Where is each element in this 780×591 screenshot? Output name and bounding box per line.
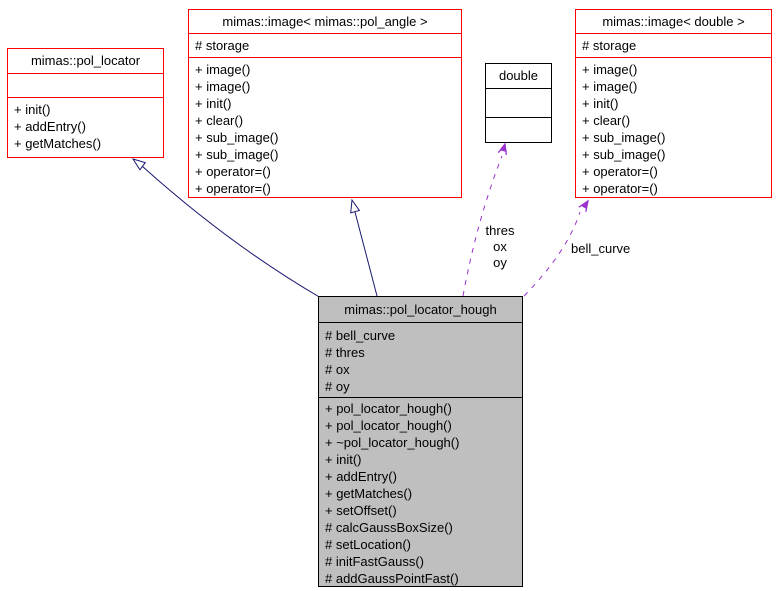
class-methods: + init() + addEntry() + getMatches(): [8, 98, 163, 157]
method-row: + addEntry(): [325, 469, 397, 484]
class-attributes: # storage: [189, 34, 461, 58]
method-row: + operator=(): [195, 164, 271, 179]
edge-label-line: thres: [485, 223, 515, 238]
method-row: + image(): [195, 79, 251, 94]
method-row: + sub_image(): [195, 130, 279, 145]
method-row: + clear(): [195, 113, 244, 128]
method-row: + clear(): [582, 113, 631, 128]
method-row: + pol_locator_hough(): [325, 418, 452, 433]
class-methods: + image() + image() + init() + clear() + sub…: [189, 58, 461, 197]
method-row: + sub_image(): [195, 147, 279, 162]
attribute-row: # storage: [195, 38, 250, 53]
hollow-triangle-arrowhead: [131, 158, 147, 171]
class-title: mimas::pol_locator: [8, 49, 163, 74]
method-row: + operator=(): [582, 164, 658, 179]
method-row: + init(): [325, 452, 362, 467]
attribute-row: # thres: [325, 345, 365, 360]
method-row: + getMatches(): [14, 136, 102, 151]
method-row: # calcGaussBoxSize(): [325, 520, 453, 535]
edge-label-line: oy: [493, 255, 507, 270]
method-row: + image(): [582, 79, 638, 94]
class-title: mimas::image< mimas::pol_angle >: [189, 10, 461, 34]
class-methods: + image() + image() + init() + clear() + sub…: [576, 58, 771, 197]
class-title: double: [486, 64, 551, 89]
attribute-row: # ox: [325, 362, 350, 377]
edge-label-line: ox: [493, 239, 507, 254]
empty-compartment: [486, 89, 551, 118]
method-row: + ~pol_locator_hough(): [325, 435, 460, 450]
method-row: # addGaussPointFast(): [325, 571, 459, 586]
method-row: + operator=(): [582, 181, 658, 196]
method-row: + init(): [195, 96, 232, 111]
open-arrowhead: [578, 199, 589, 212]
attribute-row: # storage: [582, 38, 637, 53]
hollow-triangle-arrowhead: [350, 198, 361, 214]
method-row: # initFastGauss(): [325, 554, 424, 569]
attribute-row: # oy: [325, 379, 350, 394]
class-box-image-pol-angle[interactable]: mimas::image< mimas::pol_angle > # stora…: [188, 9, 462, 198]
inheritance-edge-image-pol-angle: [350, 198, 378, 297]
method-row: + init(): [14, 102, 51, 117]
class-box-double[interactable]: double: [485, 63, 552, 143]
class-box-image-double[interactable]: mimas::image< double > # storage + image…: [575, 9, 772, 198]
method-row: + operator=(): [195, 181, 271, 196]
class-title: mimas::image< double >: [576, 10, 771, 34]
method-row: + addEntry(): [14, 119, 86, 134]
class-attributes: [8, 74, 163, 98]
open-arrowhead: [497, 142, 507, 155]
class-attributes: # storage: [576, 34, 771, 58]
edge-label-bell-curve: bell_curve: [571, 241, 631, 256]
method-row: + pol_locator_hough(): [325, 401, 452, 416]
method-row: + sub_image(): [582, 147, 666, 162]
class-box-pol-locator[interactable]: mimas::pol_locator + init()+ addEntry()+…: [7, 48, 164, 158]
method-row: + getMatches(): [325, 486, 413, 501]
attribute-row: # bell_curve: [325, 328, 396, 343]
method-row: + image(): [582, 62, 638, 77]
method-row: + sub_image(): [582, 130, 666, 145]
method-row: + image(): [195, 62, 251, 77]
class-box-pol-locator-hough[interactable]: mimas::pol_locator_hough # bell_curve# t…: [318, 296, 523, 587]
method-row: + init(): [582, 96, 619, 111]
usage-edge-double: [462, 142, 507, 297]
method-row: + setOffset(): [325, 503, 397, 518]
class-title: mimas::pol_locator_hough: [319, 297, 522, 323]
empty-compartment: [486, 118, 551, 142]
class-methods: + pol_locator_hough() + pol_locator_hough…: [319, 398, 522, 586]
method-row: # setLocation(): [325, 537, 411, 552]
class-attributes: # bell_curve # thres # ox # oy: [319, 323, 522, 398]
